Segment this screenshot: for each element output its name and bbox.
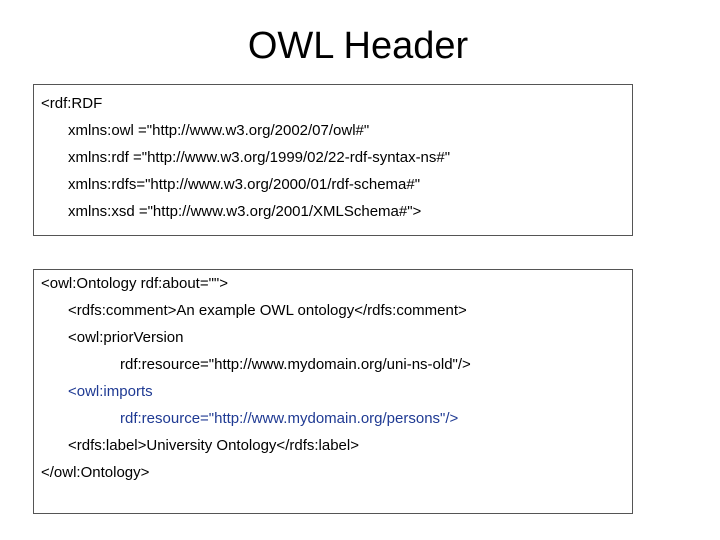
code-line: <owl:Ontology rdf:about=""> bbox=[41, 275, 229, 292]
code-line: xmlns:xsd ="http://www.w3.org/2001/XMLSc… bbox=[68, 203, 422, 220]
code-line: rdf:resource="http://www.mydomain.org/un… bbox=[120, 356, 471, 373]
code-line: xmlns:rdf ="http://www.w3.org/1999/02/22… bbox=[68, 149, 451, 166]
code-line: xmlns:owl ="http://www.w3.org/2002/07/ow… bbox=[68, 122, 370, 139]
code-line: <rdf:RDF bbox=[41, 95, 103, 112]
code-line: rdf:resource="http://www.mydomain.org/pe… bbox=[120, 410, 459, 427]
code-line: <rdfs:label>University Ontology</rdfs:la… bbox=[68, 437, 359, 454]
code-line: xmlns:rdfs="http://www.w3.org/2000/01/rd… bbox=[68, 176, 421, 193]
ontology-header-box: <owl:Ontology rdf:about=""> <rdfs:commen… bbox=[33, 269, 633, 514]
code-line: </owl:Ontology> bbox=[41, 464, 150, 481]
code-line: <owl:imports bbox=[68, 383, 153, 400]
rdf-namespace-box: <rdf:RDF xmlns:owl ="http://www.w3.org/2… bbox=[33, 84, 633, 236]
code-line: <owl:priorVersion bbox=[68, 329, 184, 346]
code-line: <rdfs:comment>An example OWL ontology</r… bbox=[68, 302, 467, 319]
slide-title: OWL Header bbox=[247, 25, 469, 67]
